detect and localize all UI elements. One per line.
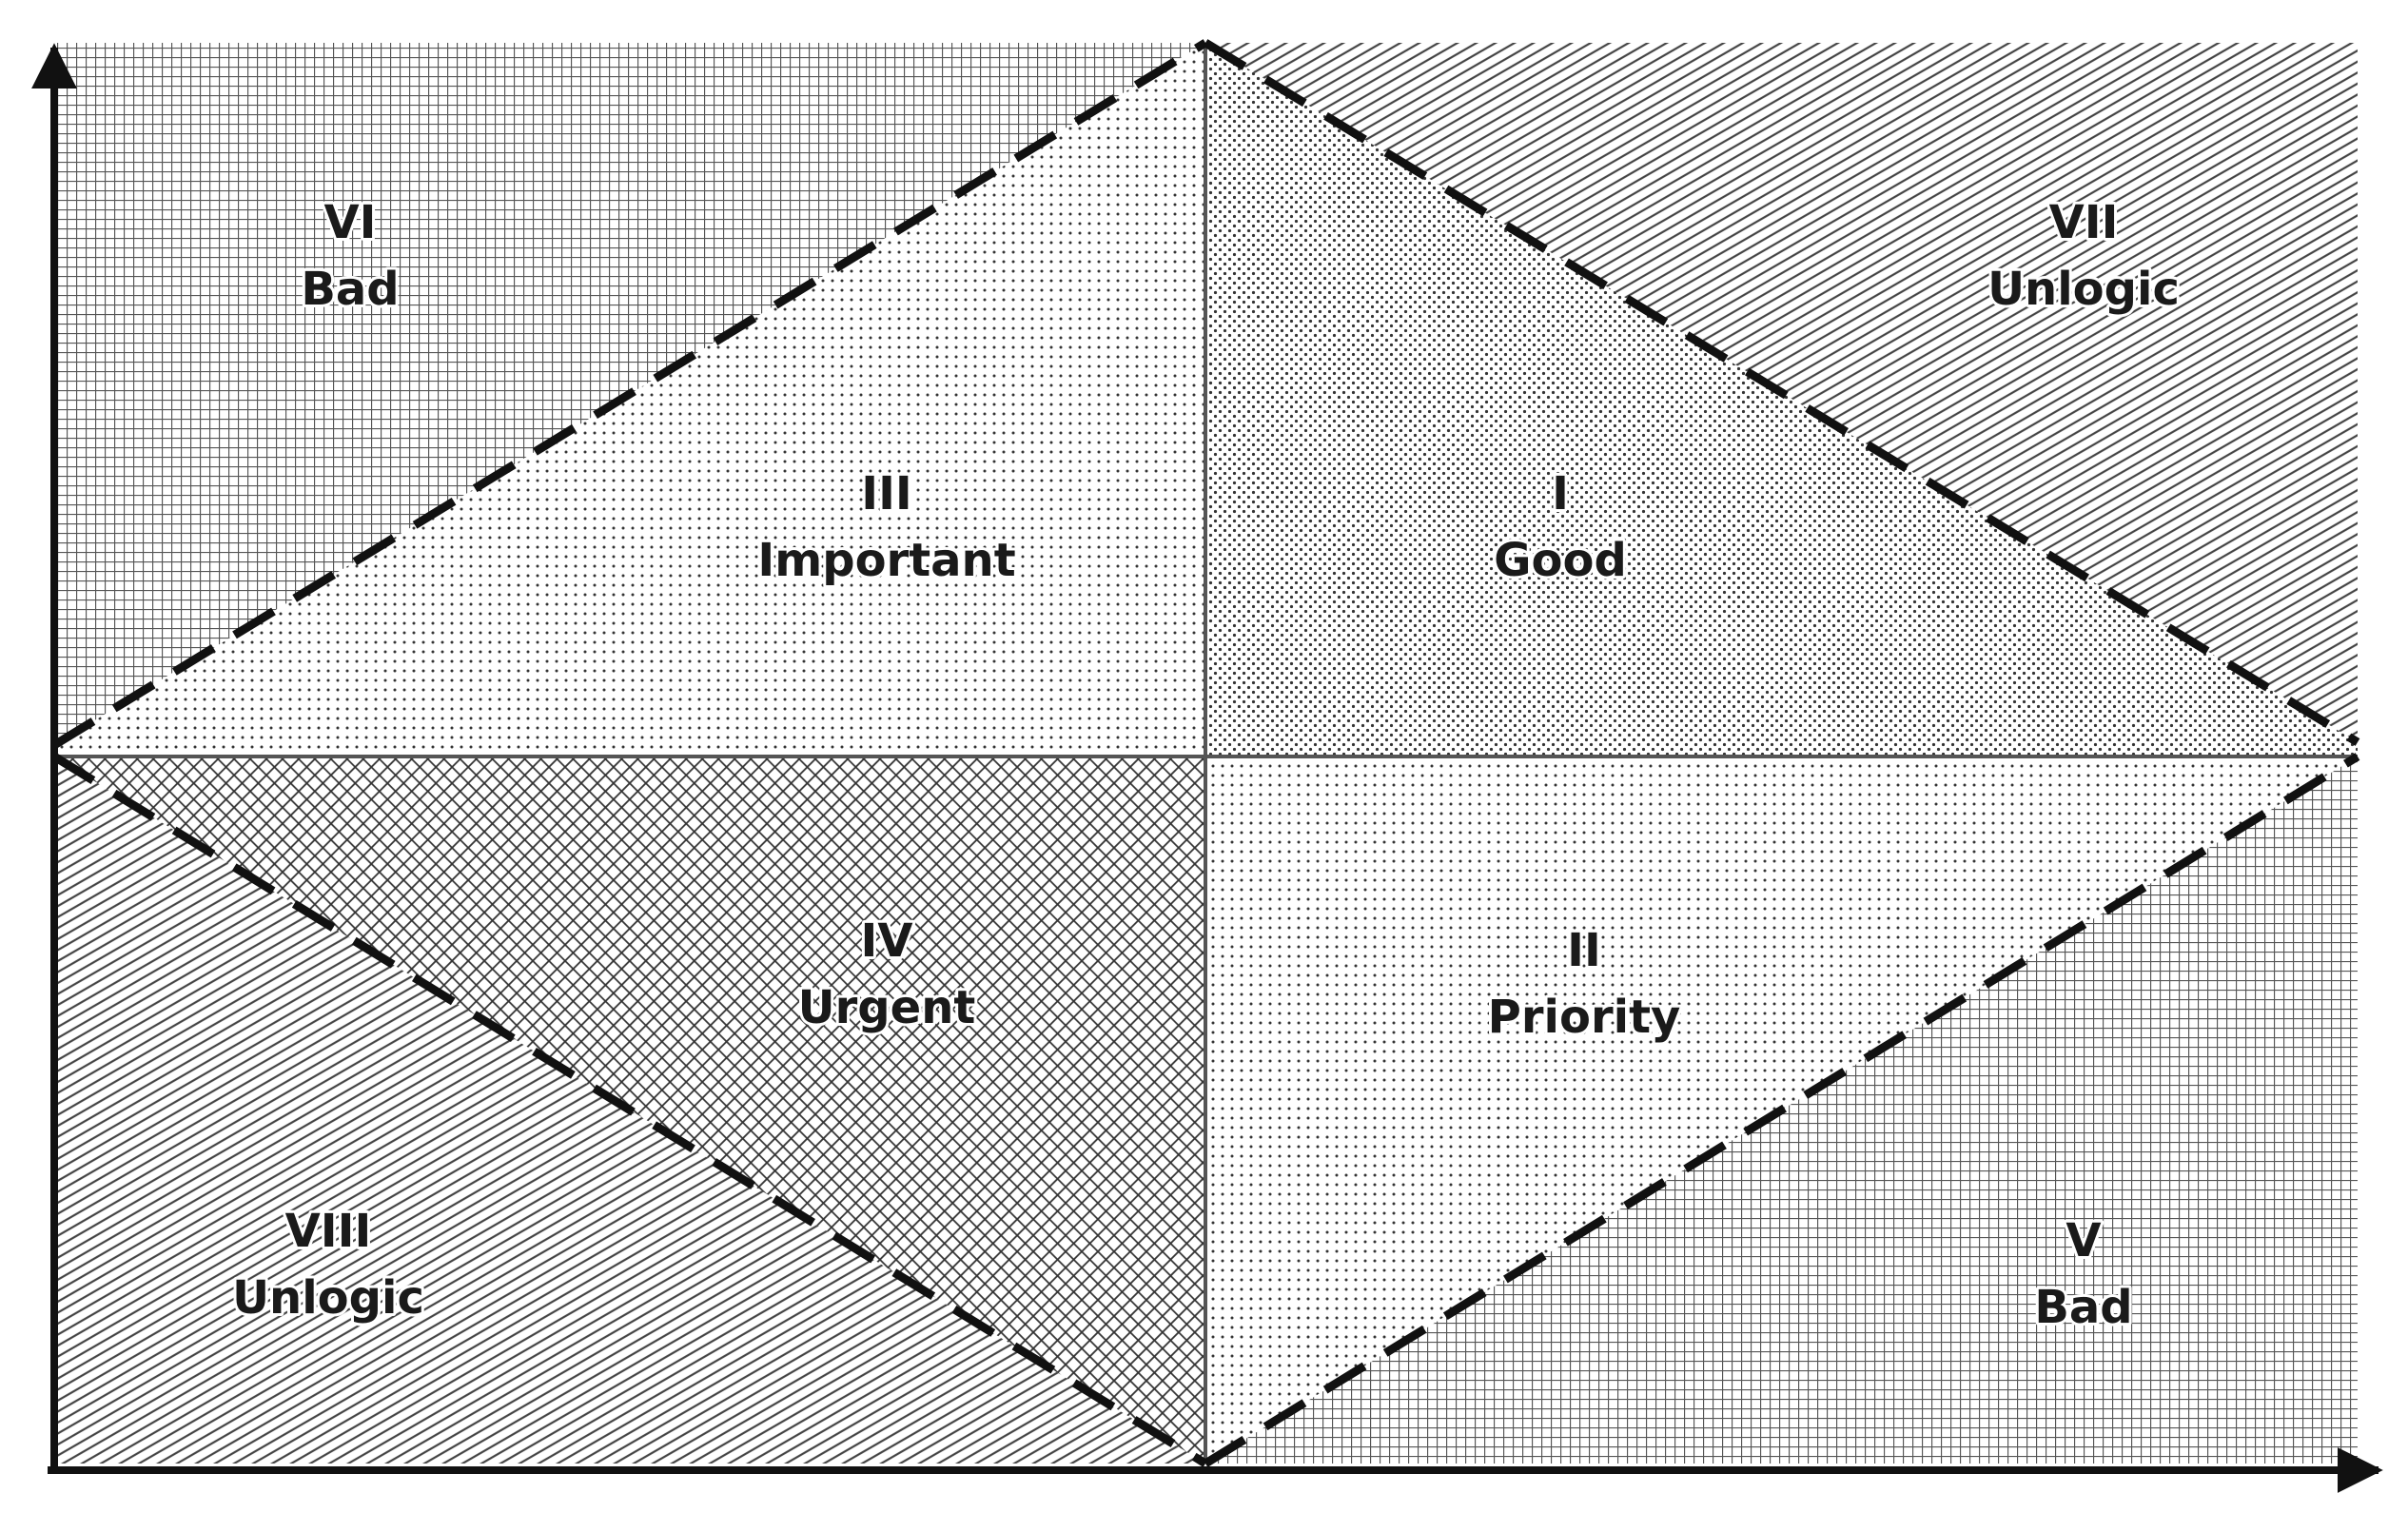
region-ii-numeral: II [1567,924,1601,977]
region-i-numeral: I [1552,467,1569,521]
region-vii-text: Unlogic [1987,263,2180,316]
region-iii-text: Important [757,534,1015,587]
region-ii-text: Priority [1488,991,1681,1044]
region-viii-numeral: VIII [285,1205,372,1258]
region-vi-text: Bad [301,263,399,316]
region-iv-label: IV Urgent [795,912,979,1037]
region-iii-label: III Important [754,464,1018,590]
region-iv-numeral: IV [860,914,912,968]
region-vi-numeral: VI [323,196,376,249]
region-iii-numeral: III [861,467,912,521]
region-iv-text: Urgent [798,981,976,1034]
region-v-label: V Bad [2031,1211,2135,1337]
region-vii-numeral: VII [2049,196,2119,249]
dashed-diamond [51,39,2360,1467]
region-i-label: I Good [1491,464,1630,590]
region-vi-label: VI Bad [298,193,401,319]
region-viii-text: Unlogic [232,1271,424,1325]
region-vii-label: VII Unlogic [1985,193,2183,319]
region-i-text: Good [1494,534,1627,587]
region-viii-label: VIII Unlogic [229,1202,427,1327]
region-v-text: Bad [2034,1281,2132,1334]
region-v-numeral: V [2065,1214,2101,1267]
region-i-fill [1205,43,2358,756]
region-ii-label: II Priority [1485,921,1684,1047]
